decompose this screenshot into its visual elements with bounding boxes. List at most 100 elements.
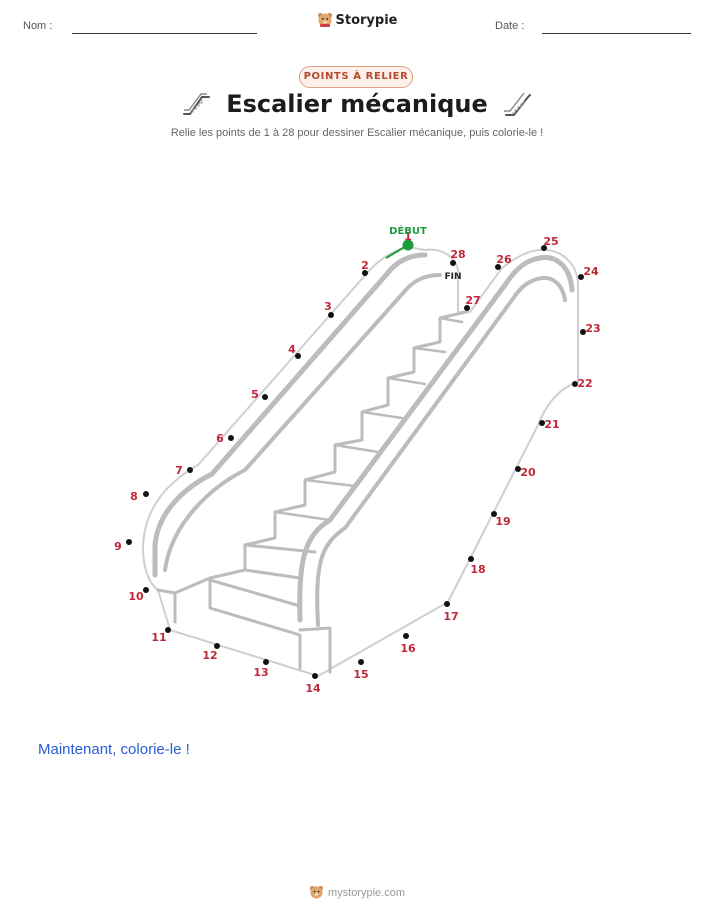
brand-name: Storypie	[335, 12, 398, 28]
dot-number: 6	[216, 432, 224, 445]
dot-number: 23	[585, 322, 600, 335]
starting-hint-line	[385, 244, 409, 259]
dot-marker	[165, 627, 171, 633]
dot-number: 27	[465, 294, 480, 307]
dot-marker	[295, 353, 301, 359]
dot-4: 4	[288, 343, 301, 359]
bear-logo-icon	[317, 13, 332, 27]
dot-number: 8	[130, 490, 138, 503]
dot-11: 11	[151, 627, 171, 644]
instructions: Relie les points de 1 à 28 pour dessiner…	[170, 127, 544, 139]
dot-number: 4	[288, 343, 296, 356]
dot-2: 2	[361, 259, 369, 276]
dot-number: 10	[128, 590, 144, 603]
dot-number: 24	[583, 265, 599, 278]
dot-marker	[312, 673, 318, 679]
dot-number: 2	[361, 259, 369, 272]
dot-marker	[214, 643, 220, 649]
dot-number: 5	[251, 388, 259, 401]
dot-marker	[143, 587, 149, 593]
dot-number: 3	[324, 300, 332, 313]
dot-marker	[450, 260, 456, 266]
date-line	[542, 33, 691, 34]
dot-number: 12	[202, 649, 217, 662]
dot-13: 13	[253, 659, 269, 679]
dot-number: 26	[496, 253, 512, 266]
dot-number: 18	[470, 563, 485, 576]
dot-marker	[468, 556, 474, 562]
dot-number: 14	[305, 682, 321, 695]
dot-marker	[403, 633, 409, 639]
dot-marker	[358, 659, 364, 665]
dot-8: 8	[130, 490, 149, 503]
dot-marker	[328, 312, 334, 318]
page-title: Escalier mécanique	[0, 90, 714, 118]
dot-marker	[464, 305, 470, 311]
dot-marker	[515, 466, 521, 472]
start-label: DÉBUT	[389, 224, 427, 237]
dot-number: 20	[520, 466, 536, 479]
dot-number: 21	[544, 418, 559, 431]
date-label: Date :	[495, 20, 525, 32]
dot-number: 28	[450, 248, 465, 261]
dot-20: 20	[515, 466, 536, 479]
dot-23: 23	[580, 322, 601, 335]
dot-28: 28	[450, 248, 466, 266]
dot-22: 22	[572, 377, 593, 390]
dot-marker	[362, 270, 368, 276]
dot-19: 19	[491, 511, 511, 528]
dot-7: 7	[175, 464, 193, 477]
end-label: FIN	[444, 272, 461, 282]
dot-number: 15	[353, 668, 368, 681]
dot-marker	[495, 264, 501, 270]
dot-marker	[491, 511, 497, 517]
dot-27: 27	[464, 294, 481, 311]
dot-number: 11	[151, 631, 166, 644]
dot-14: 14	[305, 673, 321, 695]
dot-number: 16	[400, 642, 416, 655]
activity-badge: POINTS À RELIER	[299, 66, 413, 88]
dot-9: 9	[114, 539, 132, 553]
name-label: Nom :	[23, 20, 53, 32]
dot-marker	[444, 601, 450, 607]
dot-21: 21	[539, 418, 560, 431]
dot-18: 18	[468, 556, 486, 576]
escalator-icon	[503, 92, 531, 116]
name-line	[72, 33, 257, 34]
escalator-drawing	[142, 246, 579, 677]
dot-marker	[126, 539, 132, 545]
dot-marker	[187, 467, 193, 473]
dot-marker	[228, 435, 234, 441]
dot-number: 22	[577, 377, 592, 390]
dot-number: 17	[443, 610, 458, 623]
color-instruction: Maintenant, colorie-le !	[38, 741, 190, 758]
dot-12: 12	[202, 643, 220, 662]
dot-number: 13	[253, 666, 268, 679]
dot-15: 15	[353, 659, 369, 681]
dot-number: 1	[404, 230, 412, 243]
brand: Storypie	[0, 12, 714, 32]
bear-logo-icon	[309, 885, 324, 899]
dot-3: 3	[324, 300, 334, 318]
dot-number: 19	[495, 515, 510, 528]
dot-marker	[572, 381, 578, 387]
dot-marker	[578, 274, 584, 280]
dot-marker	[541, 245, 547, 251]
dot-17: 17	[443, 601, 459, 623]
dot-6: 6	[216, 432, 234, 445]
dot-number: 7	[175, 464, 183, 477]
dot-marker	[539, 420, 545, 426]
dot-number: 25	[543, 235, 558, 248]
dot-marker	[143, 491, 149, 497]
footer-url: mystorypie.com	[327, 886, 406, 899]
dot-26: 26	[495, 253, 512, 270]
dot-number: 9	[114, 540, 122, 553]
dot-marker	[262, 394, 268, 400]
dot-marker	[263, 659, 269, 665]
dot-5: 5	[251, 388, 268, 401]
footer: mystorypie.com	[0, 885, 714, 904]
dot-marker	[580, 329, 586, 335]
dot-16: 16	[400, 633, 416, 655]
dot-25: 25	[541, 235, 559, 251]
